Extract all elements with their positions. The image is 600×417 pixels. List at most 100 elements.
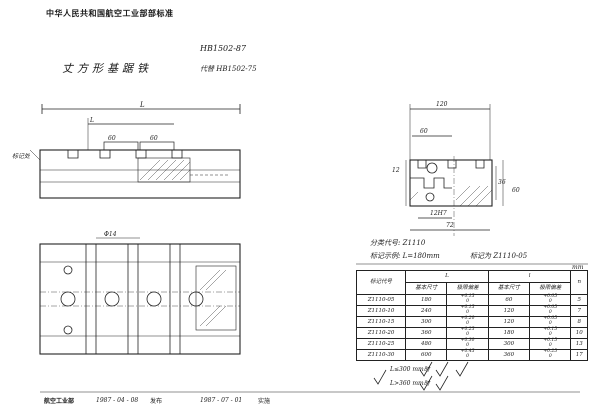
L-basic-cell: 180 bbox=[420, 296, 432, 303]
cell-l-basic: 180 bbox=[487, 327, 531, 339]
cell-n: 13 bbox=[570, 338, 588, 350]
table-header-row: 标记代号 L l n bbox=[355, 270, 588, 295]
cell-code: Z1110-30 bbox=[355, 349, 407, 361]
mark-example: 标记示例: L=180mm bbox=[370, 251, 440, 261]
cell-l-basic: 300 bbox=[487, 338, 531, 350]
dim-36-label: 36 bbox=[498, 179, 506, 186]
L-basic-cell: 360 bbox=[420, 329, 432, 336]
standard-number: HB1502-87 bbox=[200, 44, 247, 53]
dim-L-label: L bbox=[139, 101, 145, 109]
dim-12-label: 12 bbox=[392, 167, 400, 174]
l-basic-cell: 180 bbox=[503, 329, 515, 336]
dim-l-label: L bbox=[89, 117, 94, 124]
L-basic-cell: 300 bbox=[420, 318, 432, 325]
mark-result-value: Z1110-05 bbox=[493, 252, 528, 260]
cell-L-basic: 240 bbox=[405, 305, 448, 317]
footer-issue-date: 1987 - 04 - 08 bbox=[96, 397, 139, 404]
dim-60-a-label: 60 bbox=[108, 135, 116, 142]
roughness-symbols bbox=[373, 361, 469, 391]
n-cell: 10 bbox=[575, 329, 583, 336]
l-basic-cell: 360 bbox=[503, 351, 515, 358]
mark-result: 标记为 Z1110-05 bbox=[470, 251, 527, 261]
code-cell: Z1110-10 bbox=[367, 307, 395, 314]
cell-L-basic: 360 bbox=[405, 327, 448, 339]
code-cell: Z1110-05 bbox=[367, 296, 395, 303]
front-view bbox=[29, 104, 241, 199]
n-cell: 17 bbox=[575, 351, 583, 358]
code-cell: Z1110-30 bbox=[367, 351, 395, 358]
unit-label: mm bbox=[572, 264, 584, 271]
l-basic-cell: 120 bbox=[503, 318, 515, 325]
n-cell: 5 bbox=[577, 296, 581, 303]
cell-code: Z1110-20 bbox=[355, 327, 407, 339]
section-view bbox=[405, 104, 504, 236]
hole-diameter-label: Φ14 bbox=[104, 231, 117, 238]
cell-L-basic: 480 bbox=[405, 338, 448, 350]
L-basic-cell: 600 bbox=[420, 351, 432, 358]
footer-issuer: 航空工业部 bbox=[44, 398, 75, 405]
dim-120-label: 120 bbox=[436, 101, 448, 108]
l-basic-cell: 120 bbox=[503, 307, 515, 314]
table-subheader-row: 基本尺寸 极限偏差 基本尺寸 极限偏差 bbox=[357, 282, 588, 295]
col-n-header: n bbox=[570, 270, 588, 295]
top-view bbox=[39, 237, 241, 355]
cell-L-basic: 180 bbox=[405, 294, 448, 306]
n-cell: 7 bbox=[577, 307, 581, 314]
cell-L-basic: 300 bbox=[405, 316, 448, 328]
mark-result-label: 标记为 bbox=[470, 252, 491, 260]
l-basic-cell: 60 bbox=[505, 296, 513, 303]
footer-impl-date: 1987 - 07 - 01 bbox=[200, 397, 243, 404]
spec-table: 标记代号 L l n 基本尺寸 极限偏差 基本尺寸 极限偏差 Z1110-05 1… bbox=[355, 270, 588, 361]
cell-l-basic: 60 bbox=[487, 294, 531, 306]
col-code-header: 标记代号 bbox=[355, 270, 407, 295]
code-cell: Z1110-25 bbox=[367, 340, 395, 347]
footer-issue-word: 发布 bbox=[150, 398, 163, 405]
replaces-standard: 代替 HB1502-75 bbox=[200, 65, 257, 73]
n-cell: 13 bbox=[575, 340, 583, 347]
cell-code: Z1110-25 bbox=[355, 338, 407, 350]
dim-60-b-label: 60 bbox=[150, 135, 158, 142]
roughness-line-1: L≤300 mm时 bbox=[390, 366, 430, 373]
class-code-value: Z1110 bbox=[402, 239, 426, 247]
col-L-dev-header: 极限偏差 bbox=[446, 282, 489, 295]
col-L-header: L bbox=[405, 270, 489, 283]
cell-l-basic: 120 bbox=[487, 316, 531, 328]
n-cell: 8 bbox=[577, 318, 581, 325]
cell-n: 8 bbox=[570, 316, 588, 328]
col-l-header: l bbox=[487, 270, 572, 283]
base-mark-label: 标记处 bbox=[12, 152, 31, 160]
mark-example-label: 标记示例: bbox=[370, 252, 401, 260]
code-cell: Z1110-15 bbox=[367, 318, 395, 325]
cell-l-basic: 360 bbox=[487, 349, 531, 361]
cell-l-basic: 120 bbox=[487, 305, 531, 317]
document-title: 丈方形基踞铁 bbox=[62, 62, 152, 75]
cell-L-basic: 600 bbox=[405, 349, 448, 361]
col-l-dev-header: 极限偏差 bbox=[529, 282, 572, 295]
